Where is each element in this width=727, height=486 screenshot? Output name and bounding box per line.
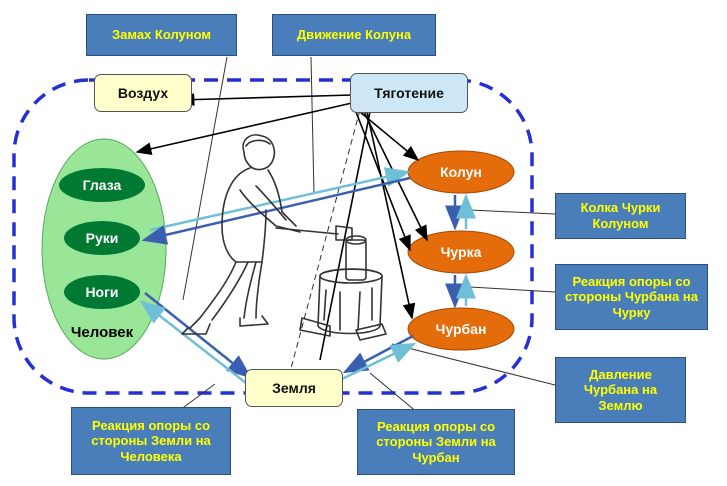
log-node: Чурка <box>440 243 482 260</box>
person-splitting-log-icon <box>181 134 387 341</box>
label-pressure: Давление Чурбана на Землю <box>555 357 686 423</box>
hands-axe-arrows <box>141 167 411 245</box>
human-label: Человек <box>70 324 134 341</box>
gravity-node: Тяготение <box>350 73 468 113</box>
hands-node: Руки <box>85 229 119 246</box>
pointer-lines <box>175 56 556 414</box>
earth-node: Земля <box>245 369 343 407</box>
air-node: Воздух <box>94 74 192 112</box>
legs-earth-arrows <box>140 292 252 384</box>
eyes-node: Глаза <box>82 176 122 193</box>
legs-node: Ноги <box>85 283 119 300</box>
label-splitting: Колка Чурки Колуном <box>555 193 686 239</box>
eyes-node-shape <box>59 168 145 202</box>
label-swing: Замах Колуном <box>86 14 237 56</box>
log-node-shape <box>407 230 515 274</box>
label-motion: Движение Колуна <box>272 14 436 56</box>
block-node: Чурбан <box>435 320 487 337</box>
dashed-trajectory <box>289 109 361 373</box>
label-reaction-earth-block: Реакция опоры со стороны Земли на Чурбан <box>357 409 515 475</box>
label-reaction-block-log: Реакция опоры со стороны Чурбана на Чурк… <box>555 264 708 330</box>
axe-node: Колун <box>440 163 482 180</box>
gravity-arrows <box>135 93 428 361</box>
vertical-arrows <box>445 193 476 309</box>
label-reaction-earth-human: Реакция опоры со стороны Земли на Челове… <box>71 407 231 475</box>
block-earth-arrows <box>339 334 417 382</box>
legs-node-shape <box>64 275 140 309</box>
hands-node-shape <box>64 221 140 255</box>
